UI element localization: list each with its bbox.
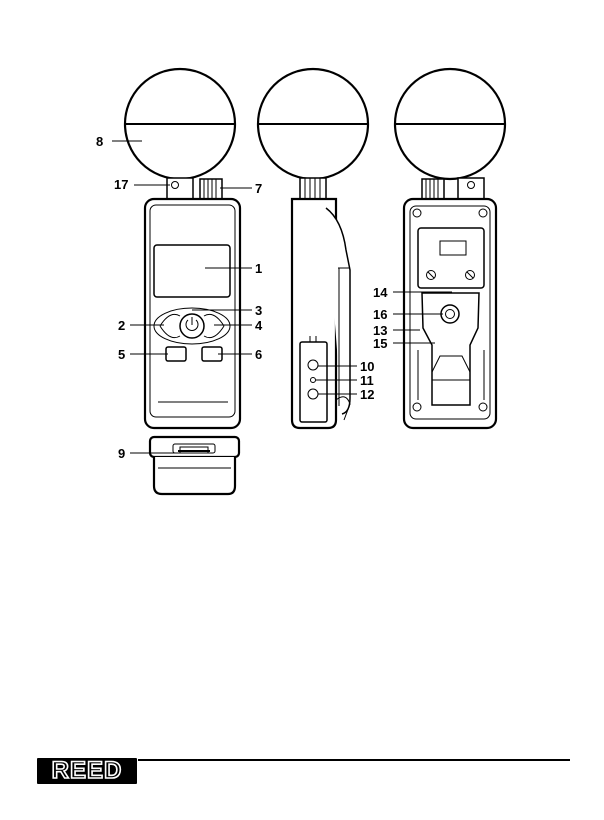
bottom-view — [150, 437, 239, 494]
front-globe-sensor — [125, 69, 235, 179]
callout-2: 2 — [118, 318, 125, 333]
callout-16: 16 — [373, 307, 387, 322]
back-globe-sensor — [395, 69, 505, 179]
callout-11: 11 — [360, 373, 374, 388]
front-connector-7 — [200, 179, 222, 199]
front-view — [125, 69, 240, 428]
back-view — [395, 69, 505, 428]
front-sensor-neck — [167, 178, 193, 200]
callout-10: 10 — [360, 359, 374, 374]
callout-17: 17 — [114, 177, 128, 192]
callout-3: 3 — [255, 303, 262, 318]
side-view — [258, 69, 368, 428]
callout-4: 4 — [255, 318, 263, 333]
callout-8: 8 — [96, 134, 103, 149]
front-lcd-display — [154, 245, 230, 297]
callout-1: 1 — [255, 261, 262, 276]
callout-9: 9 — [118, 446, 125, 461]
side-globe-sensor — [258, 69, 368, 179]
callout-6: 6 — [255, 347, 262, 362]
reed-logo-text: REED — [52, 757, 123, 785]
front-button-5 — [166, 347, 186, 361]
callout-7: 7 — [255, 181, 262, 196]
callout-14: 14 — [373, 285, 388, 300]
callout-5: 5 — [118, 347, 125, 362]
callout-15: 15 — [373, 336, 387, 351]
callout-12: 12 — [360, 387, 374, 402]
reed-logo: REED — [37, 758, 137, 784]
footer-rule — [138, 759, 570, 761]
